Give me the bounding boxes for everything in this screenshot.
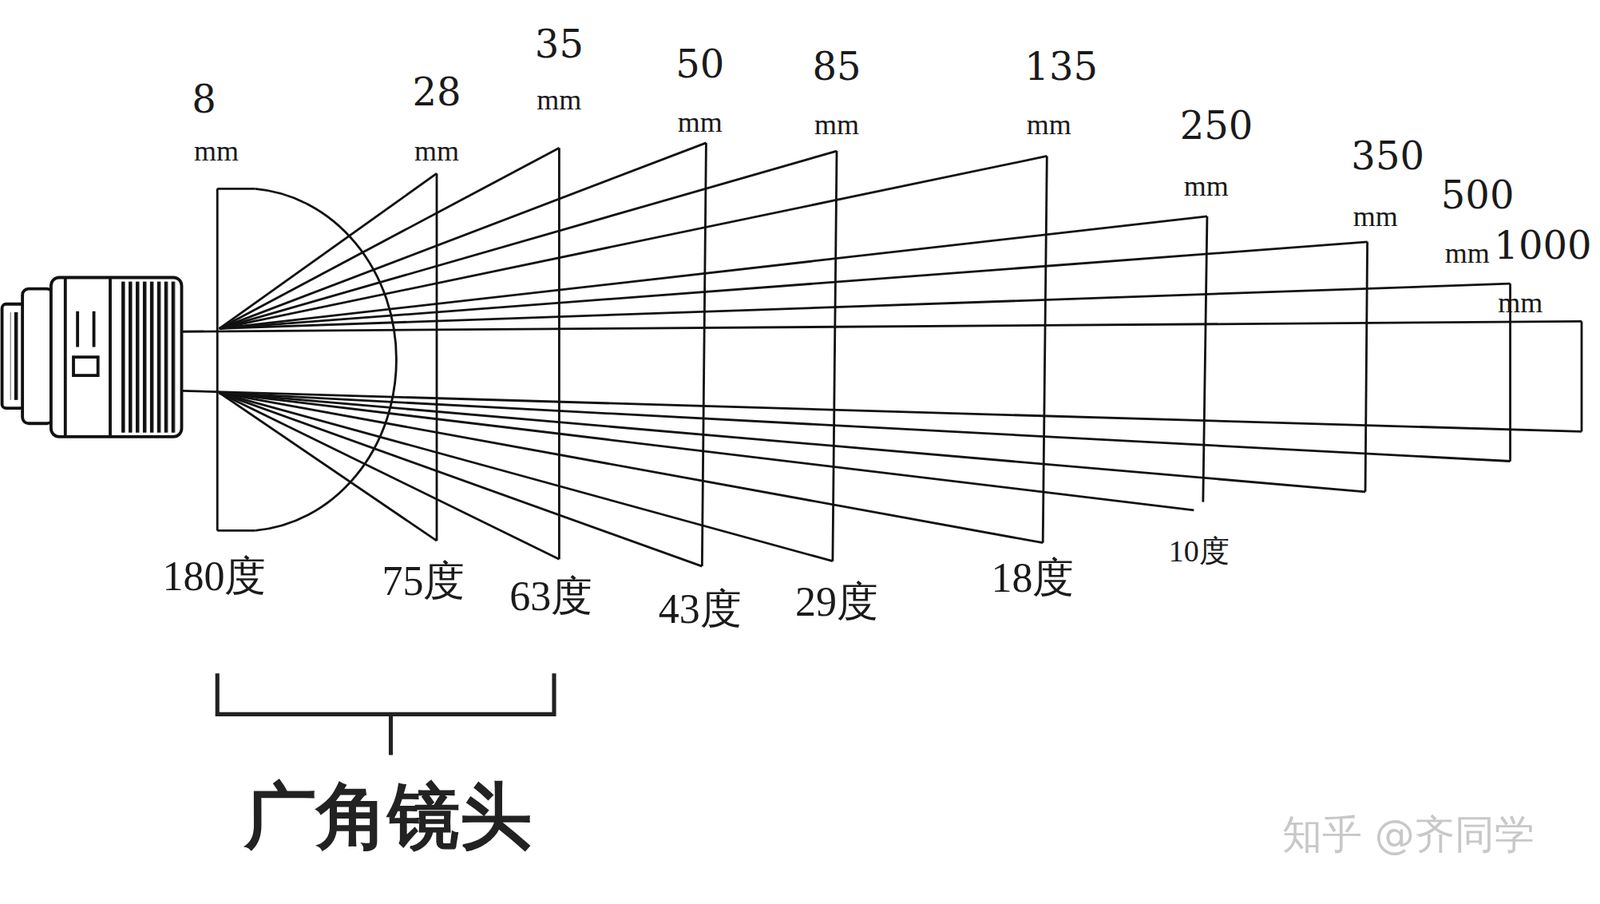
group-label: 广角镜头: [244, 780, 532, 852]
focal-length: 350: [1350, 136, 1425, 175]
unit: mm: [677, 107, 723, 137]
watermark: 知乎 @齐同学: [1282, 814, 1535, 855]
unit: mm: [536, 85, 582, 115]
wide-angle-bracket: [217, 673, 555, 755]
camera-lens: [2, 277, 183, 437]
unit: mm: [814, 110, 860, 139]
view-angle: 10度: [1168, 535, 1230, 567]
unit: mm: [1497, 288, 1543, 317]
view-angle: 63度: [509, 575, 593, 618]
view-angle: 29度: [795, 581, 879, 623]
unit: mm: [1353, 201, 1399, 231]
view-angle: 180度: [162, 555, 266, 598]
focal-length: 135: [1024, 47, 1098, 86]
focal-length: 28: [411, 72, 461, 111]
view-angle: 75度: [381, 560, 465, 602]
view-angle: 18度: [990, 557, 1074, 599]
focal-length: 85: [811, 47, 861, 86]
unit: mm: [414, 136, 460, 166]
focal-length: 1000: [1493, 225, 1592, 265]
focal-length: 500: [1441, 175, 1515, 214]
unit: mm: [1184, 171, 1229, 201]
unit: mm: [194, 136, 239, 166]
focal-length: 250: [1180, 106, 1254, 145]
focal-length: 35: [534, 24, 584, 64]
focal-length: 8: [191, 79, 217, 119]
focal-length: 50: [675, 44, 725, 84]
view-angle: 43度: [658, 588, 742, 630]
unit: mm: [1445, 238, 1490, 268]
unit: mm: [1026, 110, 1072, 139]
field-of-view-lines: [181, 142, 1582, 567]
